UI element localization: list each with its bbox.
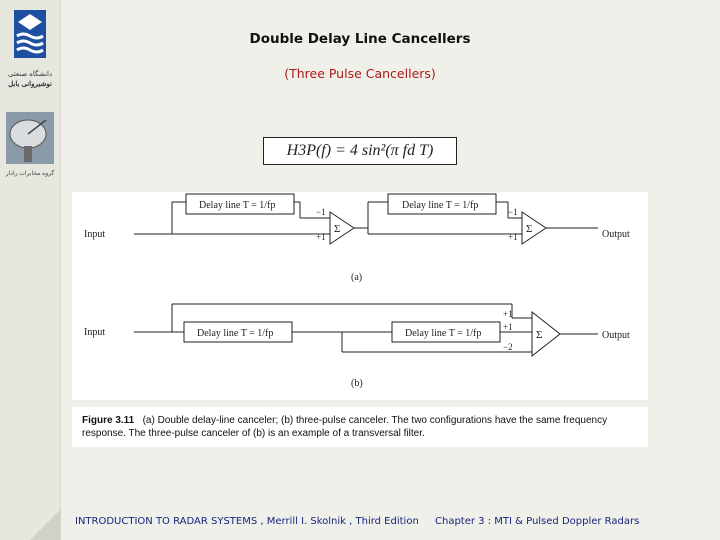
output-label: Output xyxy=(602,330,630,341)
transfer-function-formula: H3P(f) = 4 sin²(π fd T) xyxy=(263,137,457,165)
caption-label: Figure 3.11 xyxy=(82,415,135,426)
weight-label: +1 xyxy=(503,322,513,332)
caption-text: (a) Double delay-line canceler; (b) thre… xyxy=(82,415,608,439)
footer-book-reference: INTRODUCTION TO RADAR SYSTEMS , Merrill … xyxy=(75,516,419,527)
weight-label: −1 xyxy=(316,207,326,217)
radar-dish-icon xyxy=(6,112,54,164)
university-logo-icon xyxy=(14,10,46,58)
weight-label: +1 xyxy=(316,232,326,242)
page-fold-icon xyxy=(30,510,60,540)
figure-caption: Figure 3.11 (a) Double delay-line cancel… xyxy=(72,407,648,447)
weight-label: −1 xyxy=(508,207,518,217)
delay-line-label: Delay line T = 1/fp xyxy=(199,200,275,211)
slide-subtitle: (Three Pulse Cancellers) xyxy=(284,66,436,81)
subfigure-label-b: (b) xyxy=(351,378,363,389)
input-label: Input xyxy=(84,327,105,338)
delay-line-label: Delay line T = 1/fp xyxy=(197,328,273,339)
output-label: Output xyxy=(602,229,630,240)
input-label: Input xyxy=(84,229,105,240)
block-diagram-figure: Delay line T = 1/fp Delay line T = 1/fp … xyxy=(72,192,648,400)
slide-title: Double Delay Line Cancellers xyxy=(249,31,471,47)
university-subname: نوشیروانی بابل xyxy=(8,81,52,88)
delay-line-label: Delay line T = 1/fp xyxy=(402,200,478,211)
weight-label: +1 xyxy=(508,232,518,242)
group-name: گروه مخابرات رادار xyxy=(5,171,55,177)
weight-label: −2 xyxy=(503,342,513,352)
block-diagram: Delay line T = 1/fp Delay line T = 1/fp … xyxy=(84,193,630,389)
sigma-symbol: Σ xyxy=(536,329,542,341)
footer-chapter: Chapter 3 : MTI & Pulsed Doppler Radars xyxy=(435,516,640,527)
subfigure-label-a: (a) xyxy=(351,272,362,283)
delay-line-label: Delay line T = 1/fp xyxy=(405,328,481,339)
sidebar: دانشگاه صنعتی نوشیروانی بابل گروه مخابرا… xyxy=(0,0,61,540)
university-name: دانشگاه صنعتی xyxy=(7,71,53,78)
sigma-symbol: Σ xyxy=(334,223,340,235)
sigma-symbol: Σ xyxy=(526,223,532,235)
weight-label: +1 xyxy=(503,309,513,319)
